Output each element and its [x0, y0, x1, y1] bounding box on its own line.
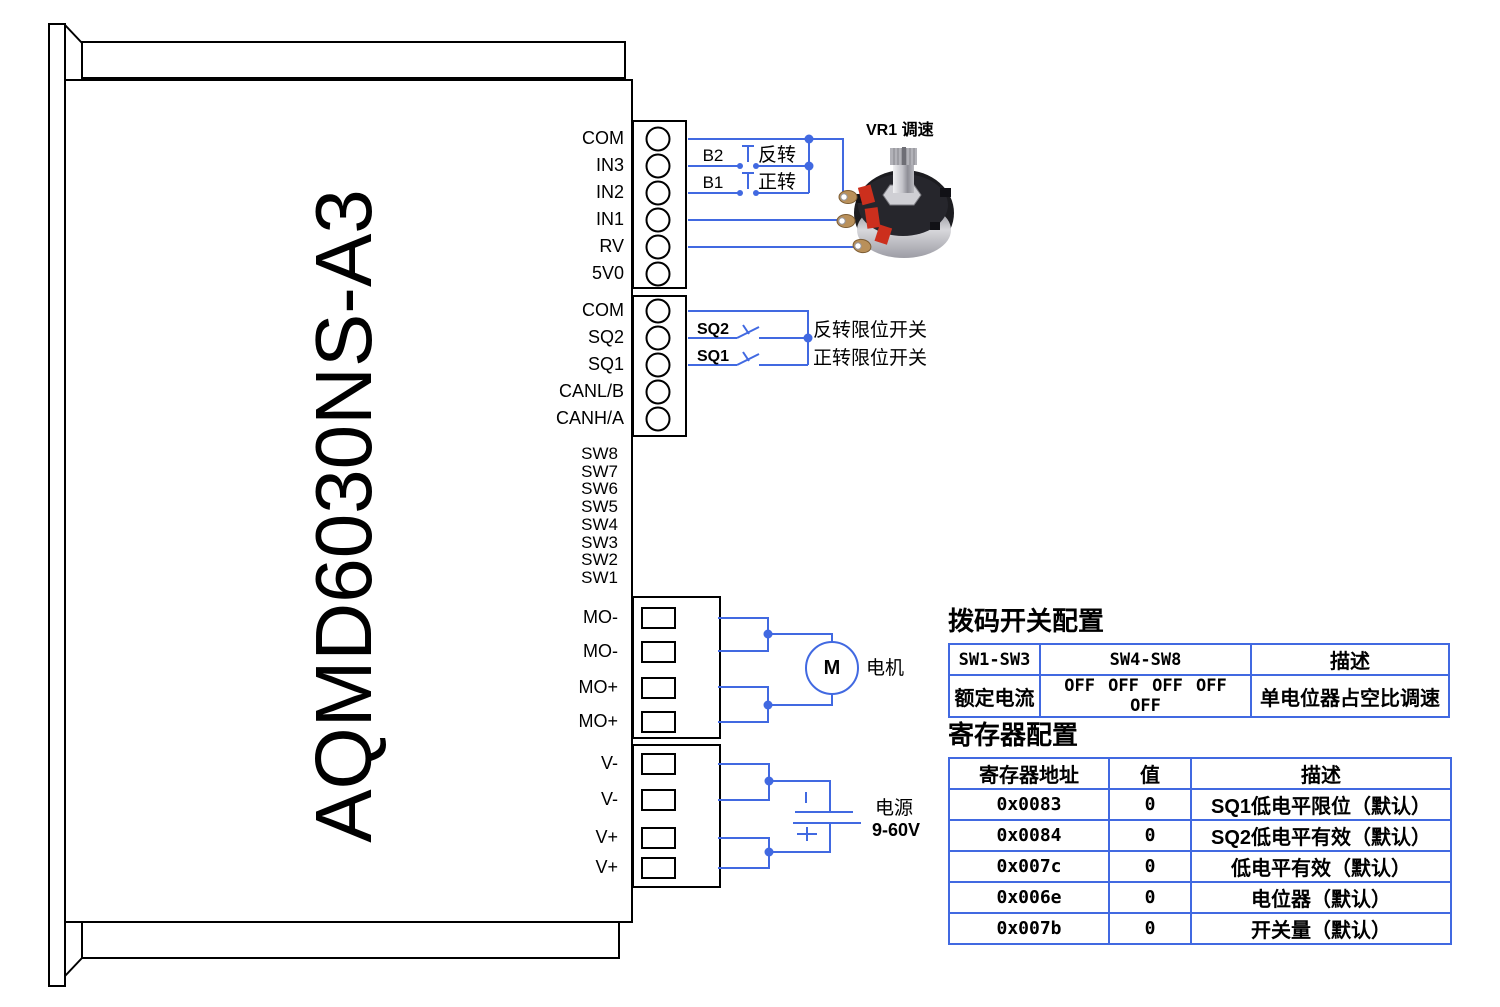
register-row-0x007c: 0x007c 0 低电平有效（默认）	[948, 850, 1452, 883]
reg-col-desc: 描述	[1190, 757, 1452, 790]
reg-desc-4: 开关量（默认）	[1190, 912, 1452, 945]
terminal-label-mo-plus-2: MO+	[578, 711, 618, 731]
reg-addr-4: 0x007b	[948, 912, 1110, 945]
terminal-label-v-minus-2: V-	[600, 789, 618, 809]
register-row-0x006e: 0x006e 0 电位器（默认）	[948, 881, 1452, 914]
reg-desc-0: SQ1低电平限位（默认）	[1190, 788, 1452, 821]
reg-value-2: 0	[1108, 850, 1192, 883]
reg-addr-1: 0x0084	[948, 819, 1110, 852]
terminal-block-signal-1	[632, 120, 687, 289]
dip-label-sw5: SW5	[581, 497, 618, 516]
limit-switch-sq2-symbol	[736, 324, 760, 339]
terminal-label-5v0: 5V0	[591, 263, 624, 283]
register-table-title: 寄存器配置	[948, 720, 1079, 750]
potentiometer-label: VR1 调速	[866, 122, 934, 139]
pot-lug-2	[836, 214, 856, 228]
pushbutton-b2-symbol	[742, 145, 754, 162]
dip-label-sw3: SW3	[581, 533, 618, 552]
terminal-label-sq1: SQ1	[587, 354, 624, 374]
terminal-label-v-minus-1: V-	[600, 753, 618, 773]
reg-desc-2: 低电平有效（默认）	[1190, 850, 1452, 883]
terminal-label-rv: RV	[599, 236, 624, 256]
reg-desc-3: 电位器（默认）	[1190, 881, 1452, 914]
terminal-label-mo-minus-1: MO-	[583, 607, 618, 627]
plus-mark	[797, 827, 817, 841]
reg-desc-1: SQ2低电平有效（默认）	[1190, 819, 1452, 852]
device-model-label: AQMD6030NS-A3	[299, 189, 388, 843]
terminal-label-in3: IN3	[595, 155, 624, 175]
dip-label-sw8: SW8	[581, 444, 618, 463]
button-b2-id: B2	[702, 146, 724, 165]
motor-symbol-letter: M	[823, 657, 841, 679]
terminal-label-sq2: SQ2	[587, 327, 624, 347]
pot-lug-1	[838, 190, 858, 204]
dip-table-row: 额定电流 OFF OFF OFF OFF OFF 单电位器占空比调速	[948, 674, 1450, 718]
limit-switch-sq1-symbol	[736, 351, 760, 366]
reg-value-3: 0	[1108, 881, 1192, 914]
terminal-label-canh-a: CANH/A	[555, 408, 624, 428]
wires-limit-switches	[688, 310, 813, 366]
terminal-label-v-plus-2: V+	[595, 857, 618, 877]
motor-label: 电机	[866, 658, 905, 679]
dip-cell-current: 额定电流	[948, 674, 1041, 718]
motor-symbol	[805, 641, 859, 695]
power-label: 电源	[875, 798, 914, 819]
reg-value-1: 0	[1108, 819, 1192, 852]
register-row-0x0084: 0x0084 0 SQ2低电平有效（默认）	[948, 819, 1452, 852]
dip-cell-states: OFF OFF OFF OFF OFF	[1039, 674, 1252, 718]
limit-sq2-id: SQ2	[696, 321, 729, 338]
device-outline	[48, 23, 633, 987]
reg-value-0: 0	[1108, 788, 1192, 821]
register-row-0x007b: 0x007b 0 开关量（默认）	[948, 912, 1452, 945]
limit-sq2-label: 反转限位开关	[813, 320, 928, 341]
reg-addr-2: 0x007c	[948, 850, 1110, 883]
terminal-block-power-input	[632, 744, 721, 888]
dip-label-sw7: SW7	[581, 462, 618, 481]
terminal-label-canl-b: CANL/B	[558, 381, 624, 401]
reg-addr-0: 0x0083	[948, 788, 1110, 821]
button-b1-id: B1	[702, 173, 724, 192]
button-b1-label: 正转	[757, 172, 796, 193]
dip-cell-desc: 单电位器占空比调速	[1250, 674, 1450, 718]
register-row-0x0083: 0x0083 0 SQ1低电平限位（默认）	[948, 788, 1452, 821]
reg-value-4: 0	[1108, 912, 1192, 945]
terminal-label-mo-plus-1: MO+	[578, 677, 618, 697]
reg-addr-3: 0x006e	[948, 881, 1110, 914]
reg-col-address: 寄存器地址	[948, 757, 1110, 790]
dip-label-sw1: SW1	[581, 568, 618, 587]
terminal-label-in2: IN2	[595, 182, 624, 202]
dip-col-sw4-sw8: SW4-SW8	[1039, 643, 1252, 676]
dip-col-sw1-sw3: SW1-SW3	[948, 643, 1041, 676]
terminal-label-com-1: COM	[582, 128, 624, 148]
power-range-label: 9-60V	[872, 820, 921, 840]
wires-motor	[718, 617, 833, 723]
battery-symbol	[793, 792, 861, 841]
terminal-block-signal-2	[632, 295, 687, 437]
wires-power	[718, 763, 831, 869]
dip-table: SW1-SW3 SW4-SW8 描述 额定电流 OFF OFF OFF OFF …	[948, 643, 1450, 718]
limit-sq1-label: 正转限位开关	[813, 348, 928, 369]
terminal-label-in1: IN1	[595, 209, 624, 229]
dip-col-desc: 描述	[1250, 643, 1450, 676]
terminal-label-mo-minus-2: MO-	[583, 641, 618, 661]
potentiometer-photo	[836, 147, 954, 258]
register-table-section: 寄存器配置 寄存器地址 值 描述 0x0083 0 SQ1低电平限位（默认） 0…	[948, 720, 1452, 945]
terminal-label-v-plus-1: V+	[595, 827, 618, 847]
wires-speed-control	[688, 134, 857, 248]
terminal-label-com-2: COM	[582, 300, 624, 320]
limit-sq1-id: SQ1	[696, 348, 729, 365]
pot-lug-3	[852, 238, 872, 254]
dip-label-sw6: SW6	[581, 479, 618, 498]
register-table: 寄存器地址 值 描述 0x0083 0 SQ1低电平限位（默认） 0x0084 …	[948, 757, 1452, 945]
button-b2-label: 反转	[757, 145, 796, 166]
dip-table-section: 拨码开关配置 SW1-SW3 SW4-SW8 描述 额定电流 OFF OFF O…	[948, 606, 1450, 718]
reg-col-value: 值	[1108, 757, 1192, 790]
pushbutton-b1-symbol	[742, 172, 754, 189]
dip-label-sw2: SW2	[581, 550, 618, 569]
terminal-block-motor-output	[632, 596, 721, 739]
dip-table-title: 拨码开关配置	[948, 606, 1105, 636]
dip-label-sw4: SW4	[581, 515, 618, 534]
